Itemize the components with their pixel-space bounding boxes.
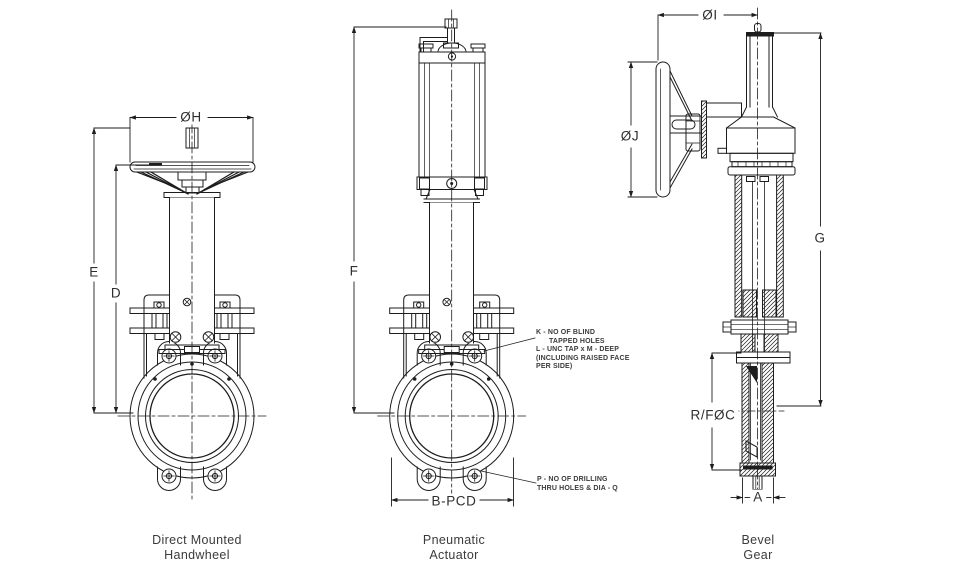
callout-line: K - NO OF BLIND <box>536 329 596 336</box>
bevel-gear-dimension-lines <box>627 12 823 504</box>
caption-bevel-gear: Bevel Gear <box>741 533 774 562</box>
caption-line: Actuator <box>429 547 479 562</box>
pneumatic-valve-view <box>351 9 537 507</box>
handwheel-valve-view <box>91 115 266 503</box>
callout-line: TAPPED HOLES <box>549 337 605 345</box>
callout-line: L - UNC TAP x M - DEEP <box>536 346 620 354</box>
pneumatic-cylinder <box>416 18 488 203</box>
callout-line: (INCLUDING RAISED FACE <box>536 354 630 362</box>
callout-line: PER SIDE) <box>536 363 573 371</box>
handwheel-dimension-lines <box>91 115 254 414</box>
caption-pneumatic-actuator: Pneumatic Actuator <box>423 533 485 562</box>
dim-label-overall-height-f: F <box>346 263 362 279</box>
callout-line: P - NO OF DRILLING <box>537 476 608 483</box>
caption-line: Pneumatic <box>422 533 486 547</box>
callout-thru-holes: P - NO OF DRILLING THRU HOLES & DIA - Q <box>537 476 618 493</box>
leader-blind-holes <box>483 337 536 352</box>
bevel-gear-handwheel <box>655 61 707 198</box>
caption-line: Gear <box>743 547 773 562</box>
handwheel <box>129 127 256 195</box>
caption-line: Direct Mounted <box>152 533 242 547</box>
dim-label-overall-height-e: E <box>86 264 102 280</box>
dim-label-overall-height-g: G <box>811 230 829 246</box>
caption-line: Bevel <box>741 533 775 547</box>
caption-direct-mounted-handwheel: Direct Mounted Handwheel <box>152 533 242 562</box>
dim-label-bolt-pitch-circle: B-PCD <box>428 493 480 509</box>
valve-body-section <box>730 351 791 490</box>
dim-label-yoke-height-d: D <box>107 285 125 301</box>
callout-blind-tapped-holes: K - NO OF BLIND TAPPED HOLES L - UNC TAP… <box>536 329 630 372</box>
pneumatic-dimension-lines <box>351 26 537 507</box>
stem-pedestal-section <box>722 174 797 353</box>
dim-label-body-thickness: A <box>750 489 766 505</box>
dim-label-raised-face: R/FØC <box>687 407 739 423</box>
dim-label-wheel-clearance: ØI <box>699 7 721 23</box>
dim-label-wheel-diameter: ØH <box>177 109 205 125</box>
bevel-gear-valve-view <box>627 7 823 504</box>
bevel-gearbox <box>706 23 796 176</box>
leader-thru-holes <box>480 470 537 484</box>
callout-line: THRU HOLES & DIA - Q <box>537 484 618 492</box>
dim-label-wheel-diameter-j: ØJ <box>617 128 643 144</box>
caption-line: Handwheel <box>164 547 230 562</box>
